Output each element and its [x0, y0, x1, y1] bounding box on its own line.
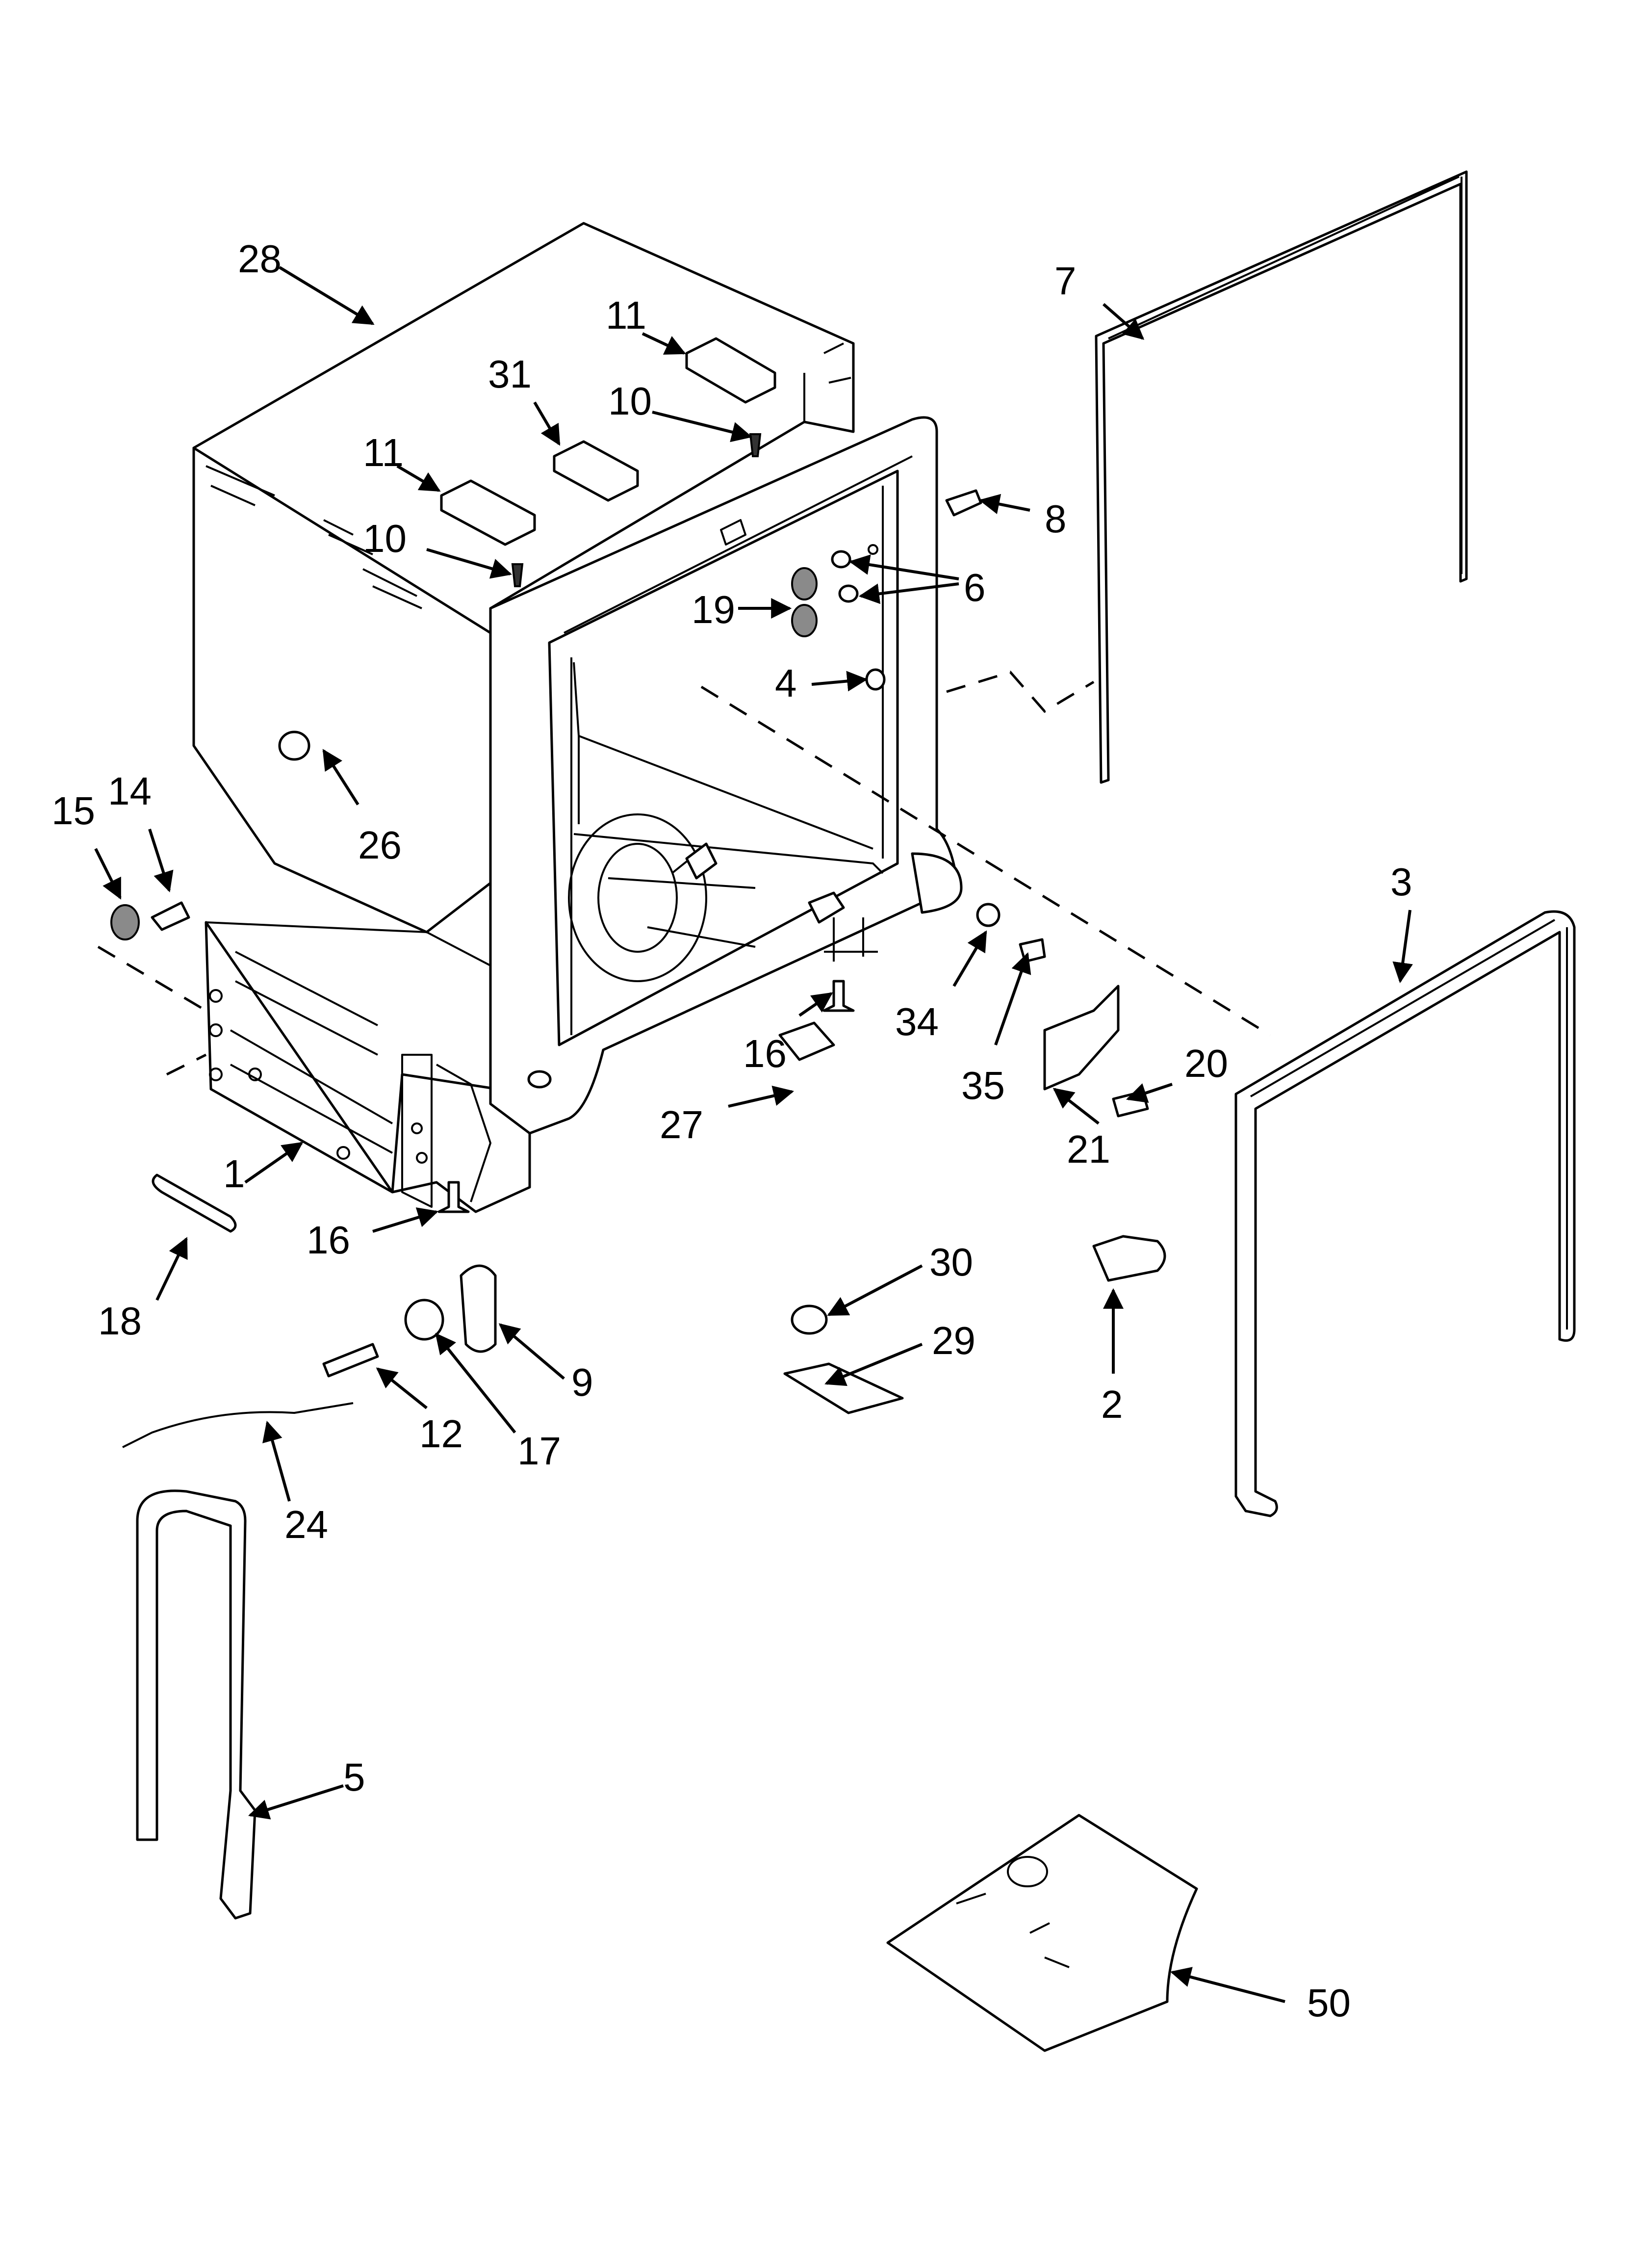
washer-6b	[838, 584, 859, 603]
roller-19a	[791, 567, 818, 600]
callout-3: 3	[1390, 860, 1412, 904]
callout-19: 19	[692, 588, 735, 631]
wire-24	[122, 1402, 354, 1448]
callout-17: 17	[517, 1429, 561, 1473]
callout-14: 14	[108, 769, 152, 813]
callout-11-lower: 11	[363, 431, 404, 474]
plug-26	[278, 730, 310, 761]
star-washer-34	[976, 903, 1001, 927]
callout-21: 21	[1067, 1127, 1110, 1171]
callout-10-lower: 10	[363, 517, 407, 560]
bracket-21	[1043, 985, 1120, 1091]
callout-34: 34	[895, 1000, 939, 1043]
callout-31: 31	[488, 352, 532, 396]
leader-lines	[94, 266, 1413, 2003]
clip-27	[778, 1021, 835, 1061]
reference-line-right	[700, 685, 1271, 1037]
bracket-29	[783, 1362, 904, 1414]
side-gasket-3	[1234, 910, 1576, 1517]
roller-19b	[791, 604, 818, 637]
callout-15: 15	[51, 789, 95, 833]
door-gasket-7	[1095, 170, 1468, 784]
clip-31	[553, 440, 639, 502]
callout-24: 24	[284, 1503, 328, 1546]
callout-18: 18	[98, 1299, 142, 1343]
switch-30	[791, 1304, 828, 1335]
reference-line-gasket	[946, 671, 1095, 713]
cap-4	[865, 668, 886, 691]
callout-28: 28	[238, 237, 282, 281]
callout-8: 8	[1045, 497, 1067, 541]
bracket-11-upper	[685, 337, 776, 404]
reference-line-left	[97, 945, 207, 1076]
callout-16: 16	[743, 1032, 787, 1075]
nut-15	[110, 904, 140, 940]
callout-6: 6	[964, 566, 986, 609]
callout-50: 50	[1307, 1981, 1351, 2025]
callout-5: 5	[343, 1755, 365, 1799]
callout-20: 20	[1184, 1042, 1228, 1085]
tub-base-frame	[205, 921, 531, 1213]
screw-35	[1019, 938, 1046, 963]
callout-16-lower: 16	[307, 1218, 350, 1262]
bracket-9	[460, 1264, 497, 1353]
callout-7: 7	[1054, 259, 1077, 303]
hardware-bag-50	[886, 1814, 1198, 2052]
bracket-11-lower	[440, 479, 536, 546]
spring-18	[152, 1173, 237, 1233]
clamp-2	[1092, 1235, 1166, 1282]
hose-5	[136, 1489, 257, 1920]
callout-11: 11	[606, 293, 646, 337]
callout-26: 26	[358, 823, 402, 867]
callout-35: 35	[961, 1064, 1005, 1107]
callout-4: 4	[775, 661, 797, 705]
tub-assembly	[192, 222, 963, 1213]
screw-12	[322, 1343, 379, 1378]
screw-8	[945, 489, 982, 517]
callout-1: 1	[223, 1152, 245, 1196]
washer-17	[404, 1299, 444, 1341]
callout-labels: 28 7 11 31 10 8 11 6 10 19 4 26 15 14 3 …	[51, 237, 1412, 2025]
callout-29: 29	[932, 1319, 975, 1362]
screw-10-lower	[511, 563, 524, 587]
callout-9: 9	[571, 1360, 593, 1404]
screw-14	[151, 901, 190, 931]
callout-2: 2	[1101, 1382, 1123, 1426]
sump-ring	[568, 813, 707, 982]
callout-12: 12	[419, 1412, 463, 1456]
screw-10-upper	[749, 433, 762, 457]
callout-10: 10	[608, 379, 652, 423]
foot-16-upper	[822, 980, 855, 1012]
callout-30: 30	[929, 1240, 973, 1284]
washer-6a	[831, 550, 851, 569]
foot-16-lower	[437, 1181, 470, 1213]
callout-27: 27	[660, 1103, 703, 1147]
